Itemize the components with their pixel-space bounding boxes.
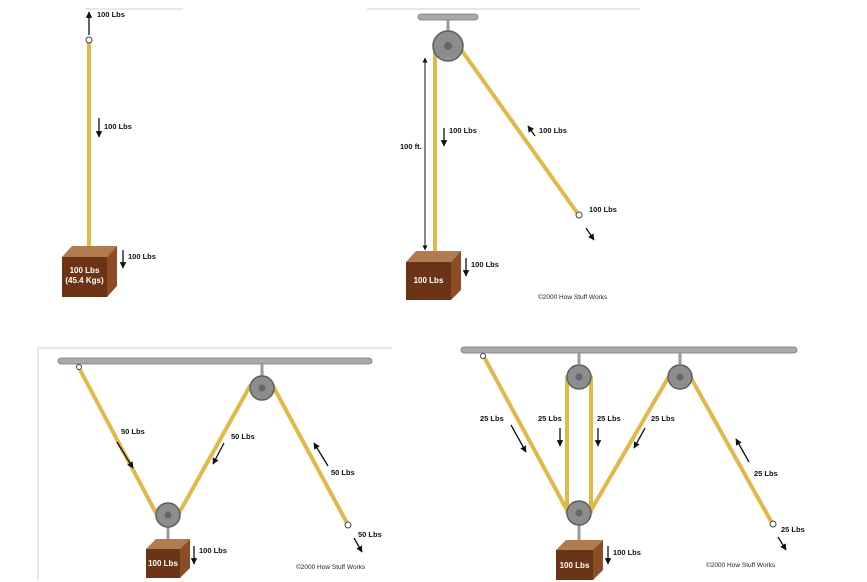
- rope: [271, 384, 349, 525]
- force-label: 25 Lbs: [781, 525, 805, 534]
- panel-four-ropes: 25 Lbs 25 Lbs 25 Lbs 25 Lbs 25 Lbs 25 Lb…: [460, 346, 805, 580]
- force-label: 50 Lbs: [358, 530, 382, 539]
- force-label: 100 Lbs: [471, 260, 499, 269]
- box-label-kg: (45.4 Kgs): [65, 276, 104, 285]
- force-label: 25 Lbs: [538, 414, 562, 423]
- force-label: 50 Lbs: [331, 468, 355, 477]
- force-label: 100 Lbs: [613, 548, 641, 557]
- rope: [588, 376, 670, 514]
- panel-two-pulleys: 50 Lbs 50 Lbs 50 Lbs 50 Lbs 100 Lbs 100 …: [57, 357, 382, 578]
- panel-single-rope: 100 Lbs 100 Lbs 100 Lbs (45.4 Kgs) 100 L…: [62, 10, 156, 297]
- frame-lines: [37, 8, 640, 580]
- rope-end-ring: [76, 364, 82, 370]
- rope: [481, 353, 570, 514]
- force-label: 25 Lbs: [651, 414, 675, 423]
- height-label: 100 ft.: [400, 142, 422, 151]
- copyright: ©2000 How Stuff Works: [538, 293, 608, 301]
- weight-box: 100 Lbs (45.4 Kgs): [62, 246, 117, 297]
- panel-single-pulley: 100 ft. 100 Lbs 100 Lbs 100 Lbs 100 Lbs …: [400, 13, 617, 301]
- arrow-down-right: [116, 441, 134, 469]
- rope-end-ring: [480, 353, 486, 359]
- rope: [76, 364, 159, 517]
- pulley-wheel: [566, 500, 592, 526]
- ceiling-bar: [460, 346, 798, 354]
- force-label: 100 Lbs: [97, 10, 125, 19]
- force-label: 100 Lbs: [128, 252, 156, 261]
- box-label: 100 Lbs: [414, 276, 444, 285]
- weight-box: 100 Lbs: [406, 251, 461, 300]
- force-label: 100 Lbs: [449, 126, 477, 135]
- weight-box: 100 Lbs: [146, 539, 190, 578]
- ceiling-bar: [417, 13, 479, 21]
- arrow-up-left: [313, 442, 329, 467]
- force-label: 50 Lbs: [121, 427, 145, 436]
- box-label: 100 Lbs: [70, 266, 100, 275]
- force-label: 25 Lbs: [480, 414, 504, 423]
- pulley-wheel: [667, 364, 693, 390]
- pulley-wheel: [432, 30, 464, 62]
- rope-end-ring: [575, 211, 583, 219]
- copyright: ©2000 How Stuff Works: [706, 561, 776, 569]
- arrow-down-right: [353, 537, 363, 553]
- pulley-wheel: [566, 364, 592, 390]
- arrow-down-left: [212, 442, 225, 465]
- force-label: 25 Lbs: [597, 414, 621, 423]
- copyright: ©2000 How Stuff Works: [296, 563, 366, 571]
- rope: [689, 376, 774, 525]
- arrow-down-right: [510, 424, 527, 453]
- pulley-wheel: [249, 375, 275, 401]
- rope: [458, 46, 580, 216]
- force-label: 100 Lbs: [199, 546, 227, 555]
- rope-end-ring: [769, 520, 777, 528]
- arrow-down-right: [777, 536, 787, 551]
- arrow-up-left: [527, 125, 536, 137]
- force-label: 50 Lbs: [231, 432, 255, 441]
- box-label: 100 Lbs: [148, 559, 178, 568]
- force-label: 100 Lbs: [539, 126, 567, 135]
- box-label: 100 Lbs: [560, 561, 590, 570]
- arrow-down-right: [585, 227, 595, 241]
- weight-box: 100 Lbs: [556, 540, 603, 580]
- arrow-down-left: [633, 427, 646, 449]
- rope-end-ring: [344, 521, 352, 529]
- force-label: 25 Lbs: [754, 469, 778, 478]
- rope-end-ring: [85, 36, 93, 44]
- force-label: 100 Lbs: [589, 205, 617, 214]
- ceiling-bar: [57, 357, 373, 365]
- force-label: 100 Lbs: [104, 122, 132, 131]
- arrow-up-left: [735, 438, 750, 463]
- rope: [176, 384, 252, 517]
- pulley-wheel: [155, 502, 181, 528]
